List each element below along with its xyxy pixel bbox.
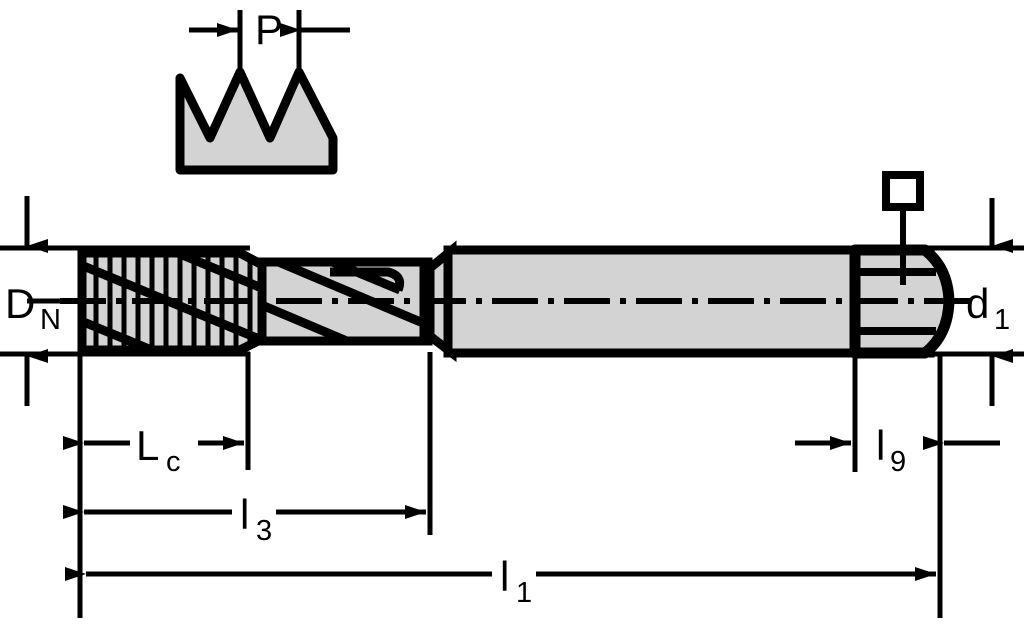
d1-label: d <box>966 280 989 327</box>
pitch-label: P <box>255 6 283 53</box>
chamfer-length-dimension: L c <box>63 422 244 478</box>
l9-label: l <box>876 422 885 469</box>
lc-label-subscript: c <box>166 446 181 478</box>
nominal-diameter-dimension: D N <box>0 196 250 406</box>
d1-label-subscript: 1 <box>994 304 1010 336</box>
flute-section-outline <box>257 257 433 346</box>
thread-profile-detail: P <box>175 6 350 175</box>
l9-label-subscript: 9 <box>890 446 906 478</box>
square-drive-symbol-callout <box>882 171 924 285</box>
l3-label: l <box>240 491 249 538</box>
square-icon <box>882 171 924 211</box>
l1-label: l <box>500 553 509 600</box>
thread-length-dimension: l 3 <box>63 491 426 547</box>
shank-diameter-dimension: d 1 <box>930 198 1024 406</box>
overall-length-dimension: l 1 <box>65 553 936 609</box>
l1-label-subscript: 1 <box>516 577 532 609</box>
square-length-dimension: l 9 <box>795 422 1000 478</box>
dn-label-subscript: N <box>40 304 61 336</box>
thread-teeth-shape <box>175 67 338 175</box>
dn-label: D <box>5 280 35 327</box>
lc-label: L <box>136 422 159 469</box>
l3-label-subscript: 3 <box>256 515 272 547</box>
